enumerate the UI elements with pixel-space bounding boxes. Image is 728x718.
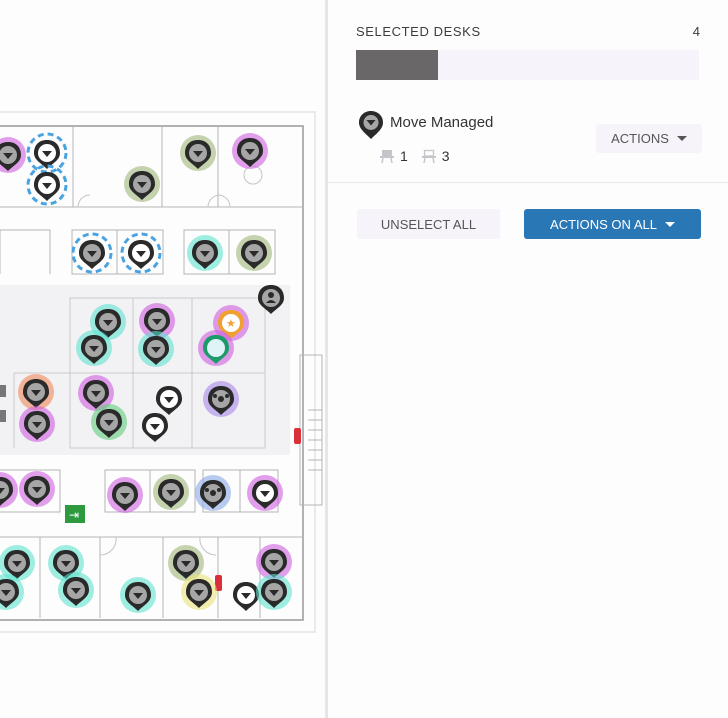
- desk-pin[interactable]: [71, 232, 113, 274]
- move-managed-pin-icon: [359, 111, 383, 139]
- svg-text:★: ★: [226, 317, 236, 330]
- desk-pin[interactable]: [26, 132, 68, 174]
- occupied-desk-stat: 1: [380, 148, 408, 164]
- progress-fill: [356, 50, 439, 80]
- desk-group-move-managed: Move Managed 1: [358, 108, 702, 172]
- group-stats: 1 3: [380, 148, 464, 164]
- desk-pin[interactable]: [142, 413, 168, 442]
- actions-on-all-label: ACTIONS ON ALL: [550, 216, 657, 232]
- desk-pin[interactable]: [187, 235, 223, 271]
- desk-pin[interactable]: [19, 471, 55, 507]
- selected-desks-count: 4: [692, 24, 700, 39]
- empty-desk-stat: 3: [421, 148, 450, 164]
- desk-pin[interactable]: [236, 235, 272, 271]
- fire-extinguisher-icon: [215, 575, 222, 591]
- desk-pin[interactable]: [156, 386, 182, 415]
- desk-pin[interactable]: [58, 572, 94, 608]
- caret-down-icon: [676, 136, 687, 141]
- desk-pin[interactable]: [138, 331, 174, 367]
- desk-pin[interactable]: [120, 577, 156, 613]
- desk-pin[interactable]: [18, 374, 54, 410]
- desk-pin[interactable]: [153, 474, 189, 510]
- desk-pin[interactable]: [0, 574, 24, 610]
- actions-on-all-button[interactable]: ACTIONS ON ALL: [524, 209, 701, 239]
- desk-pin[interactable]: [233, 582, 259, 611]
- selected-desks-header: SELECTED DESKS 4: [356, 24, 700, 39]
- desk-pin[interactable]: [168, 545, 204, 581]
- svg-text:⇥: ⇥: [69, 508, 79, 522]
- desk-pin[interactable]: [203, 381, 239, 417]
- desk-pin[interactable]: [195, 475, 231, 511]
- group-actions-button[interactable]: ACTIONS: [596, 124, 702, 153]
- desk-pin[interactable]: [19, 406, 55, 442]
- desk-pin[interactable]: [247, 475, 283, 511]
- desk-pin[interactable]: [26, 164, 68, 206]
- desk-pin[interactable]: [232, 133, 268, 169]
- selected-desks-title: SELECTED DESKS: [356, 24, 481, 39]
- occupied-desk-icon: [380, 150, 394, 163]
- desk-pin[interactable]: [0, 472, 18, 508]
- unselect-all-button[interactable]: UNSELECT ALL: [357, 209, 500, 239]
- selected-desks-progress-bar: [356, 50, 699, 80]
- empty-desk-icon: [421, 149, 436, 163]
- desk-pin[interactable]: [124, 166, 160, 202]
- section-divider: [328, 182, 728, 183]
- desk-pin[interactable]: [120, 232, 162, 274]
- desk-pin[interactable]: [91, 404, 127, 440]
- desk-pin[interactable]: [0, 545, 35, 581]
- desk-pin[interactable]: [258, 285, 284, 314]
- desk-pin[interactable]: [180, 135, 216, 171]
- desk-pin[interactable]: [181, 574, 217, 610]
- desk-pin[interactable]: [139, 303, 175, 339]
- desk-pin[interactable]: [0, 137, 26, 173]
- empty-desk-count: 3: [441, 148, 450, 164]
- fire-extinguisher-icon: [294, 428, 301, 444]
- desk-pin[interactable]: [76, 330, 112, 366]
- desk-pins-layer[interactable]: ★: [0, 0, 325, 718]
- group-name: Move Managed: [390, 114, 494, 131]
- group-actions-label: ACTIONS: [611, 131, 669, 146]
- desk-pin[interactable]: [256, 544, 292, 580]
- desk-pin[interactable]: [198, 330, 234, 366]
- desk-pin[interactable]: [107, 477, 143, 513]
- desk-pin[interactable]: [78, 375, 114, 411]
- desk-pin[interactable]: [256, 574, 292, 610]
- floor-plan-map[interactable]: ⇥ ★: [0, 0, 325, 718]
- occupied-desk-count: 1: [400, 148, 408, 164]
- panel-splitter[interactable]: [325, 0, 328, 718]
- emergency-exit-icon: [65, 505, 85, 523]
- selection-panel: SELECTED DESKS 4 Move Managed: [328, 0, 728, 718]
- desk-pin[interactable]: [48, 545, 84, 581]
- caret-down-icon: [664, 221, 675, 227]
